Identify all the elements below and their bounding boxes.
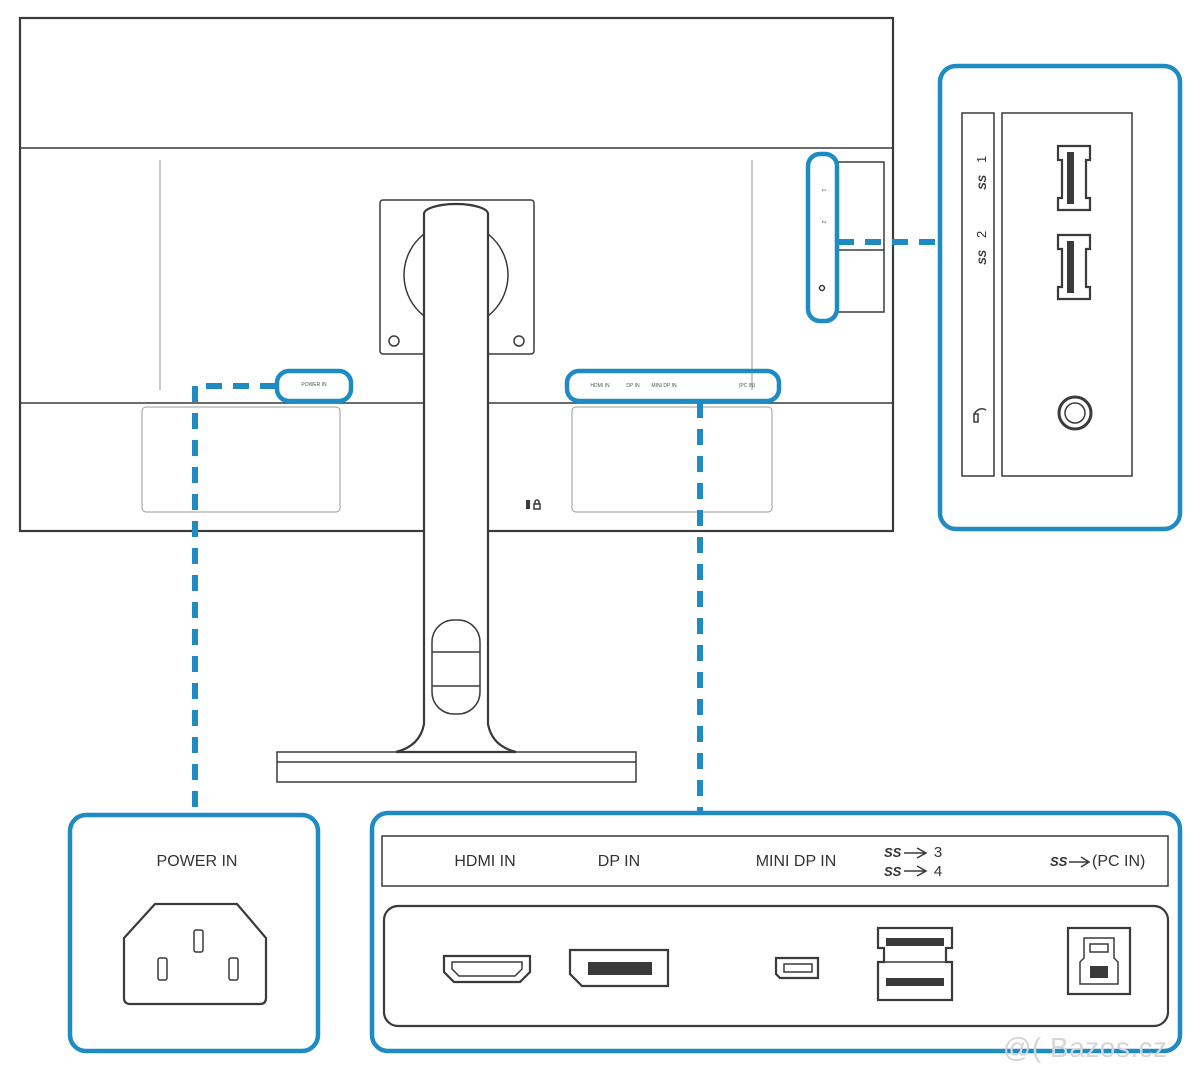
mini-dp-in-label: MINI DP IN bbox=[756, 853, 837, 870]
usb-a-port-icon bbox=[1056, 233, 1092, 301]
usb-a-double-port-icon bbox=[876, 926, 954, 1002]
usb-b-port-icon bbox=[1066, 926, 1132, 996]
usb-ss-logo: SS bbox=[977, 174, 989, 189]
panel-label-dp-in: DP IN bbox=[626, 383, 640, 389]
highlight-side-ports bbox=[805, 151, 840, 324]
callout-power: POWER IN bbox=[67, 812, 321, 1054]
displayport-icon bbox=[568, 948, 670, 988]
hdmi-in-label: HDMI IN bbox=[454, 853, 515, 870]
pc-in-label: (PC IN) bbox=[1092, 853, 1145, 870]
usb-ss-logo: SS bbox=[977, 249, 989, 264]
usb-ss-logo: SS bbox=[1050, 854, 1068, 869]
dp-in-label: DP IN bbox=[598, 853, 640, 870]
callout-side-ports: SS 1 SS 2 bbox=[937, 63, 1183, 532]
connector-power bbox=[192, 383, 276, 812]
iec-c14-power-socket-icon bbox=[122, 902, 268, 1006]
hdmi-port-icon bbox=[442, 954, 532, 984]
power-in-label: POWER IN bbox=[157, 853, 238, 870]
panel-label-hdmi-in: HDMI IN bbox=[590, 383, 610, 389]
panel-label-pc-in: (PC IN) bbox=[739, 383, 756, 389]
usb-num-2: 2 bbox=[974, 231, 989, 238]
headphone-jack-icon bbox=[1057, 395, 1093, 431]
usb-num-4: 4 bbox=[934, 863, 942, 880]
usb-ss-logo: SS bbox=[884, 864, 902, 879]
usb-ss-logo: SS bbox=[884, 845, 902, 860]
panel-label-usb-1: 1 bbox=[820, 189, 826, 192]
usb-a-port-icon bbox=[1056, 144, 1092, 212]
panel-label-usb-2: 2 bbox=[820, 221, 826, 224]
usb-trident-icon bbox=[904, 847, 928, 859]
watermark: @( Bazos.cz bbox=[1003, 1032, 1168, 1063]
highlight-power bbox=[274, 368, 354, 404]
monitor-stand bbox=[276, 202, 637, 783]
panel-label-power-in: POWER IN bbox=[301, 382, 327, 388]
usb-trident-icon bbox=[904, 865, 928, 877]
headphone-icon bbox=[973, 408, 987, 423]
mini-displayport-icon bbox=[774, 956, 820, 980]
highlight-bottom-ports bbox=[564, 368, 782, 404]
kensington-lock-icon bbox=[526, 499, 541, 510]
usb-trident-icon bbox=[1069, 856, 1091, 868]
usb-num-3: 3 bbox=[934, 844, 942, 861]
usb-num-1: 1 bbox=[974, 156, 989, 163]
callout-bottom-ports: HDMI IN DP IN MINI DP IN SS 3 SS 4 SS (P… bbox=[369, 810, 1183, 1054]
panel-label-mini-dp-in: MINI DP IN bbox=[651, 383, 677, 389]
